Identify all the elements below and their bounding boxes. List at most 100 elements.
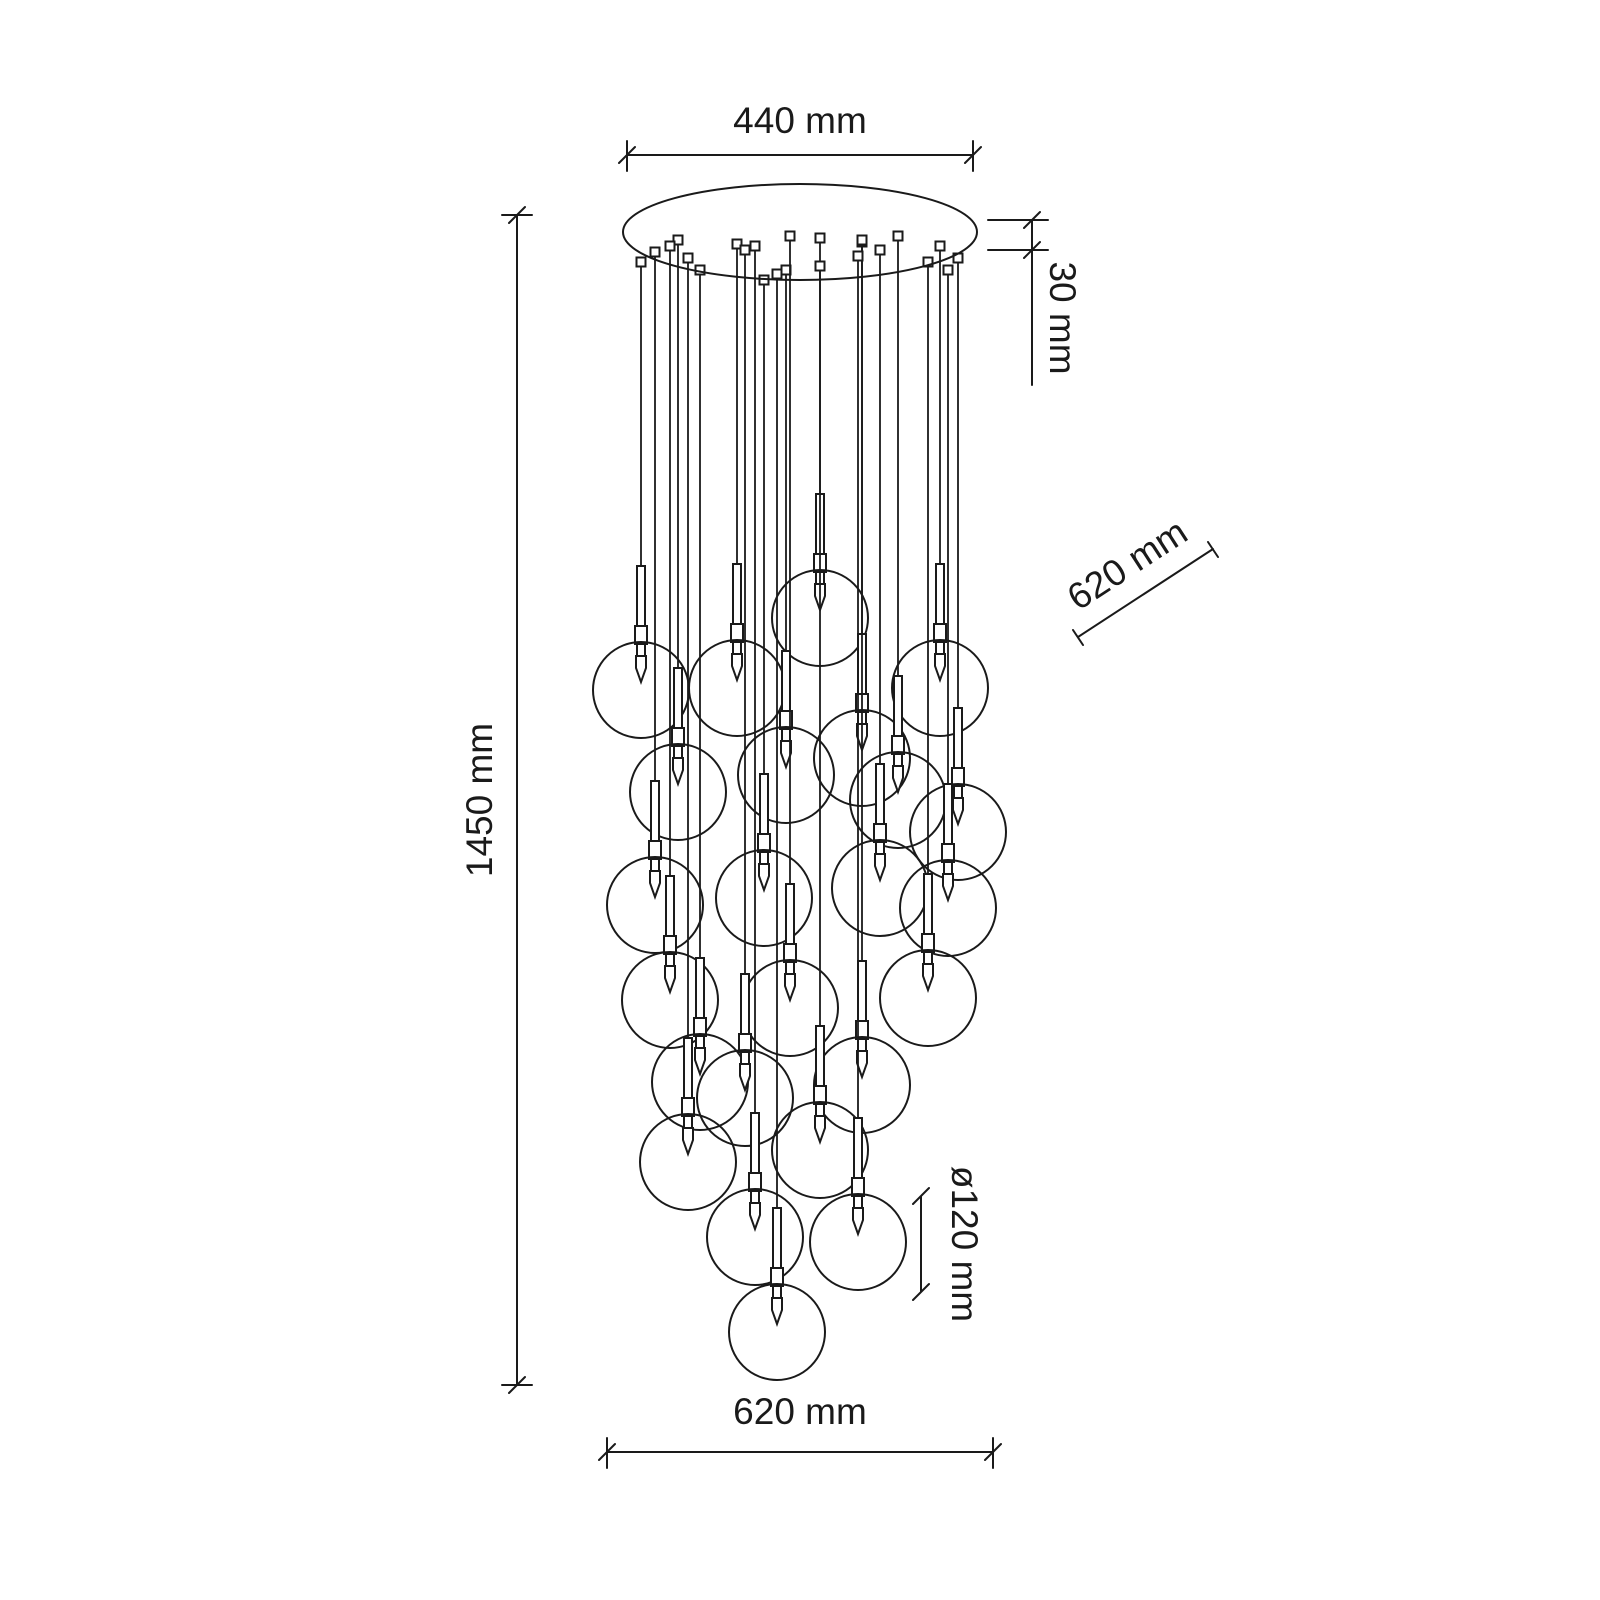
glass-globe (899, 859, 997, 957)
bulb (672, 757, 684, 787)
pendant (771, 260, 869, 1199)
pendant (715, 274, 813, 947)
socket-neck (732, 641, 742, 655)
socket-neck (853, 1195, 863, 1209)
glass-globe (696, 1049, 794, 1147)
bulb (874, 853, 886, 883)
dim-canopy-height: 30 mm (987, 211, 1083, 386)
glass-globe (706, 1188, 804, 1286)
canopy-grommet (731, 238, 743, 250)
stem-rod (853, 1117, 863, 1181)
stem-rod (683, 1037, 693, 1101)
glass-globe (771, 1101, 869, 1199)
canopy-grommet (784, 230, 796, 242)
pendant-cluster (592, 230, 1007, 1381)
bulb (758, 863, 770, 893)
canopy-grommet (664, 240, 676, 252)
dim-globe-diameter-lines (912, 1187, 930, 1301)
bulb (814, 1115, 826, 1145)
socket-neck (772, 1285, 782, 1299)
glass-globe (809, 1193, 907, 1291)
stem-rod (875, 763, 885, 827)
socket-neck (923, 951, 933, 965)
canopy-grommet (814, 232, 826, 244)
pendant (696, 244, 794, 1147)
stem-rod (665, 875, 675, 939)
dim-suspension-length-label: 620 mm (1060, 511, 1194, 618)
pendant (891, 240, 989, 737)
stem-rod (695, 957, 705, 1021)
pendant (737, 264, 835, 824)
canopy-grommet (672, 234, 684, 246)
canopy-grommet (852, 250, 864, 262)
dim-canopy-diameter-lines (618, 140, 982, 172)
canopy-grommet (682, 252, 694, 264)
bulb (771, 1297, 783, 1327)
dim-canopy-diameter: 440 mm (618, 100, 982, 172)
canopy-grommet (771, 268, 783, 280)
stem-rod (815, 1025, 825, 1089)
bulb (731, 653, 743, 683)
socket-neck (683, 1115, 693, 1129)
canopy-grommet (892, 230, 904, 242)
pendant (606, 246, 704, 954)
dim-max-spread-lines (598, 1437, 1002, 1469)
socket-neck (650, 858, 660, 872)
dim-fixture-height-lines (501, 206, 533, 1394)
pendant (639, 252, 737, 1211)
canopy (622, 183, 978, 281)
glass-globe (879, 949, 977, 1047)
stem-rod (857, 960, 867, 1024)
bulb (892, 765, 904, 795)
stem-rod (732, 563, 742, 627)
stem-rod (785, 883, 795, 947)
glass-globe (891, 639, 989, 737)
canopy-grommet (635, 256, 647, 268)
socket-neck (857, 1038, 867, 1052)
stem-rod (943, 783, 953, 847)
socket-neck (636, 643, 646, 657)
stem-rod (650, 780, 660, 844)
stem-rod (636, 565, 646, 629)
pendant (629, 234, 727, 841)
canopy-grommet (749, 240, 761, 252)
bulb (749, 1202, 761, 1232)
pendant (728, 268, 826, 1381)
socket-neck (740, 1051, 750, 1065)
socket-neck (935, 641, 945, 655)
socket-neck (759, 851, 769, 865)
bulb (934, 653, 946, 683)
glass-globe (909, 783, 1007, 881)
canopy-grommet (922, 256, 934, 268)
dim-fixture-height-label: 1450 mm (459, 723, 500, 877)
bulb (664, 965, 676, 995)
bulb (635, 655, 647, 685)
stem-rod (893, 675, 903, 739)
socket-neck (750, 1190, 760, 1204)
stem-rod (673, 667, 683, 731)
bulb (694, 1047, 706, 1077)
dim-canopy-height-lines (987, 211, 1049, 386)
dim-globe-diameter: ø120 mm (912, 1166, 985, 1322)
dim-max-spread-label: 620 mm (733, 1391, 867, 1432)
dim-suspension-length-lines (1072, 541, 1219, 646)
stem-rod (759, 773, 769, 837)
socket-neck (781, 728, 791, 742)
socket-neck (665, 953, 675, 967)
bulb (952, 797, 964, 827)
canopy-grommet (856, 234, 868, 246)
bulb (856, 1050, 868, 1080)
glass-globe (737, 726, 835, 824)
canopy-grommet (649, 246, 661, 258)
socket-neck (953, 785, 963, 799)
pendant (879, 256, 977, 1047)
pendant (809, 250, 907, 1291)
stem-rod (923, 873, 933, 937)
stem-rod (781, 650, 791, 714)
socket-neck (785, 961, 795, 975)
bulb (784, 973, 796, 1003)
bulb (649, 870, 661, 900)
pendant (592, 256, 690, 739)
